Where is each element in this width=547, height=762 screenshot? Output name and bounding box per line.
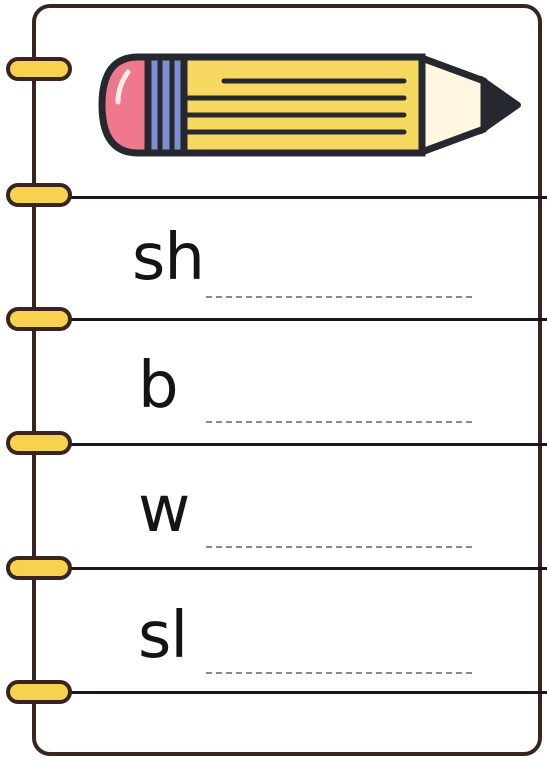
row-prefix-b: b: [138, 349, 179, 423]
ruled-line: [32, 443, 547, 446]
binder-ring-icon: [6, 431, 72, 455]
binder-ring-icon: [6, 556, 72, 580]
binder-ring-icon: [6, 307, 72, 331]
row-prefix-sl: sl: [138, 599, 188, 673]
row-prefix-w: w: [138, 473, 190, 547]
answer-line[interactable]: [206, 421, 472, 423]
binder-ring-icon: [6, 57, 72, 81]
ruled-line: [32, 567, 547, 570]
binder-ring-icon: [6, 680, 72, 704]
answer-line[interactable]: [206, 296, 472, 298]
ruled-line: [32, 196, 547, 199]
ruled-line: [32, 691, 547, 694]
answer-line[interactable]: [206, 546, 472, 548]
binder-ring-icon: [6, 183, 72, 207]
ruled-line: [32, 318, 547, 321]
row-prefix-sh: sh: [132, 221, 205, 295]
pencil-icon: [98, 53, 521, 157]
answer-line[interactable]: [206, 672, 472, 674]
